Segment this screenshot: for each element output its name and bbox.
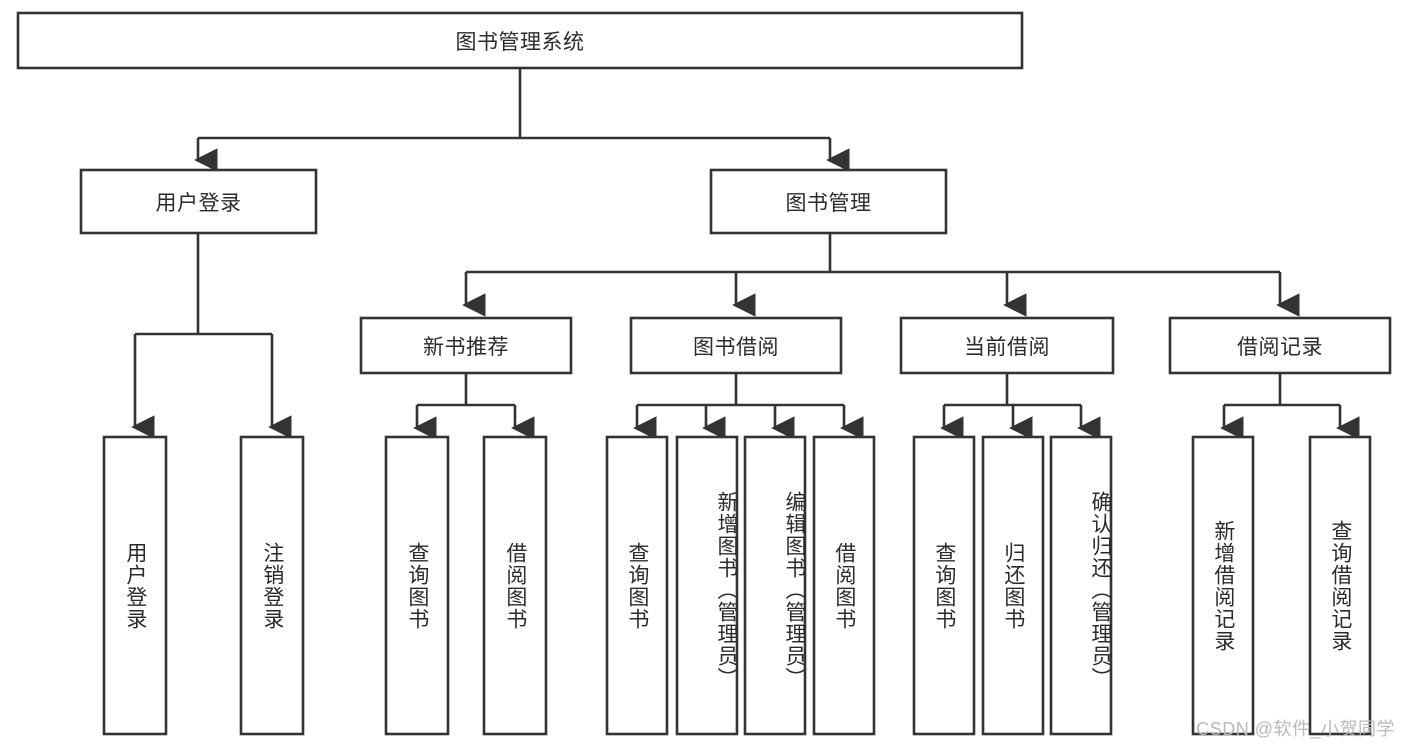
node-box-leaf-current-borrow-3[interactable] xyxy=(1049,435,1113,736)
node-box-book-borrow[interactable] xyxy=(629,316,843,375)
node-box-leaf-new-book-1[interactable] xyxy=(384,435,450,736)
node-box-borrow-record[interactable] xyxy=(1168,316,1392,375)
node-box-leaf-borrow-record-1[interactable] xyxy=(1191,435,1255,736)
node-box-leaf-user-login-2[interactable] xyxy=(239,435,305,736)
node-box-leaf-user-login-1[interactable] xyxy=(102,435,168,736)
node-box-leaf-current-borrow-2[interactable] xyxy=(981,435,1045,736)
node-box-book-manage[interactable] xyxy=(709,168,948,235)
node-box-user-login[interactable] xyxy=(79,168,318,235)
node-box-leaf-current-borrow-1[interactable] xyxy=(912,435,976,736)
node-box-leaf-book-borrow-3[interactable] xyxy=(743,435,807,736)
node-box-new-book-recommend[interactable] xyxy=(359,316,573,375)
node-box-leaf-new-book-2[interactable] xyxy=(482,435,548,736)
node-box-leaf-book-borrow-1[interactable] xyxy=(605,435,669,736)
node-box-leaf-book-borrow-2[interactable] xyxy=(675,435,739,736)
node-box-current-borrow[interactable] xyxy=(899,316,1115,375)
node-box-leaf-borrow-record-2[interactable] xyxy=(1308,435,1372,736)
node-box-root[interactable] xyxy=(16,11,1024,70)
node-box-leaf-book-borrow-4[interactable] xyxy=(812,435,876,736)
